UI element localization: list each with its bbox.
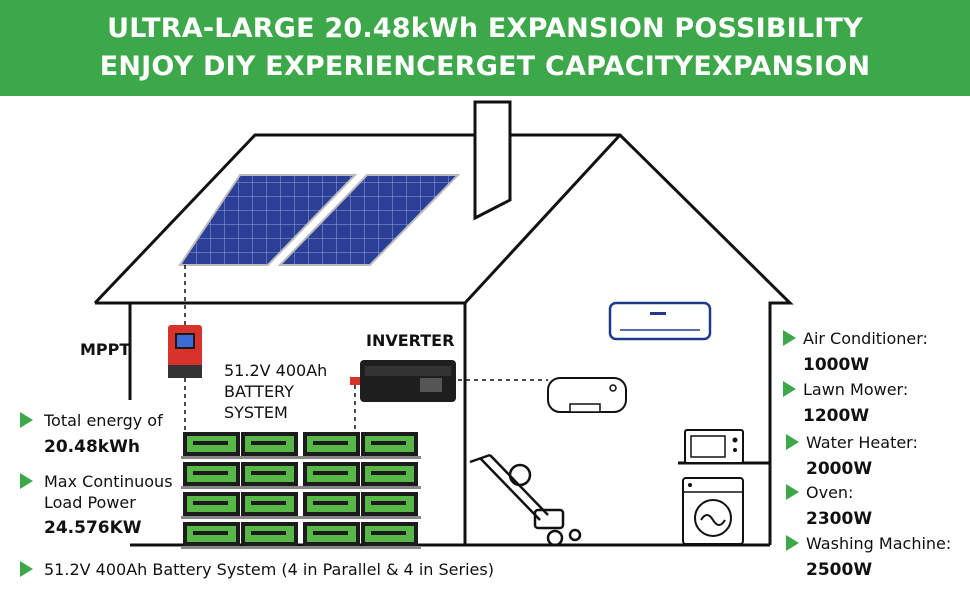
battery-module (303, 462, 360, 486)
header-title-line1: ULTRA-LARGE 20.48kWh EXPANSION POSSIBILI… (107, 13, 863, 44)
battery-module (361, 522, 418, 546)
solar-panel-left (178, 174, 358, 266)
battery-module (303, 492, 360, 516)
battery-label-line2: BATTERY (224, 382, 294, 401)
appliance-name-lawn-mower: Lawn Mower: (803, 380, 909, 399)
microwave-oven (684, 429, 744, 464)
spec-max-load-value: 24.576KW (44, 518, 142, 538)
battery-module (303, 432, 360, 456)
battery-module (241, 492, 298, 516)
battery-bank (181, 432, 421, 549)
spec-max-load-label2: Load Power (44, 493, 136, 512)
note-arrow-icon (20, 561, 33, 577)
battery-system-note: 51.2V 400Ah Battery System (4 in Paralle… (44, 560, 494, 579)
inverter-label: INVERTER (366, 331, 455, 350)
wiring (184, 265, 548, 432)
solar-panel-right (277, 174, 461, 266)
mppt-label: MPPT (80, 340, 131, 359)
battery-module (183, 462, 240, 486)
appliance-power-oven: 2300W (806, 509, 873, 529)
air-conditioner (608, 301, 712, 341)
battery-shelf (181, 456, 421, 459)
appliance-name-oven: Oven: (806, 483, 854, 502)
spec-arrow-icon (20, 473, 33, 489)
battery-module (241, 522, 298, 546)
battery-module (361, 462, 418, 486)
battery-module (241, 432, 298, 456)
appliance-name-air-conditioner: Air Conditioner: (803, 329, 928, 348)
appliance-arrow-icon (786, 535, 799, 551)
battery-module (361, 492, 418, 516)
battery-label-line3: SYSTEM (224, 403, 288, 422)
battery-module (361, 432, 418, 456)
battery-shelf (181, 486, 421, 489)
battery-shelf (181, 546, 421, 549)
appliance-arrow-icon (786, 484, 799, 500)
appliance-power-water-heater: 2000W (806, 459, 873, 479)
appliance-power-lawn-mower: 1200W (803, 406, 870, 426)
battery-label-line1: 51.2V 400Ah (224, 361, 328, 380)
inverter-unit (350, 360, 456, 402)
battery-module (303, 522, 360, 546)
spec-arrow-icon (20, 412, 33, 428)
lawn-mower (469, 453, 582, 547)
appliance-name-washing-machine: Washing Machine: (806, 534, 952, 553)
appliance-name-water-heater: Water Heater: (806, 433, 918, 452)
mppt-controller (168, 325, 202, 378)
battery-module (241, 462, 298, 486)
battery-shelf (181, 516, 421, 519)
appliance-power-air-conditioner: 1000W (803, 355, 870, 375)
spec-total-energy-value: 20.48kWh (44, 437, 140, 457)
battery-module (183, 492, 240, 516)
battery-module (183, 432, 240, 456)
appliance-arrow-icon (783, 330, 796, 346)
washing-machine (682, 477, 744, 545)
water-heater (547, 377, 627, 413)
header-banner: ULTRA-LARGE 20.48kWh EXPANSION POSSIBILI… (0, 0, 970, 96)
battery-module (183, 522, 240, 546)
appliance-power-washing-machine: 2500W (806, 560, 873, 580)
spec-total-energy-label: Total energy of (44, 411, 163, 430)
appliance-arrow-icon (786, 434, 799, 450)
appliance-arrow-icon (783, 381, 796, 397)
spec-max-load-label: Max Continuous (44, 472, 173, 491)
header-title-line2: ENJOY DIY EXPERIENCERGET CAPACITYEXPANSI… (99, 51, 871, 82)
